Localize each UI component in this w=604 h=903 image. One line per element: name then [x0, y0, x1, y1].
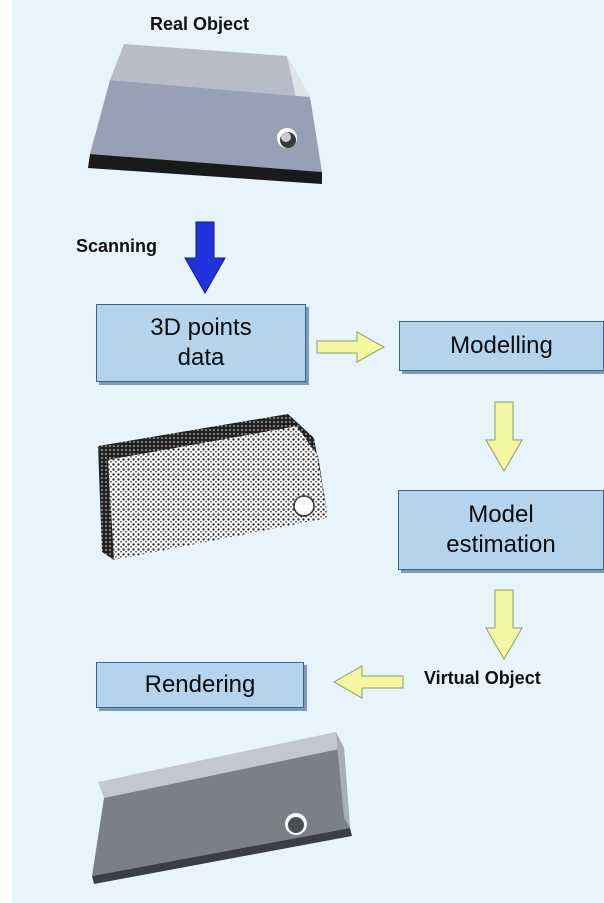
rendering-text: Rendering: [144, 671, 256, 698]
virtual-object-label: Virtual Object: [424, 668, 541, 688]
diagram-canvas: Real Object Scanning 3D points data Mode…: [12, 0, 604, 903]
real-object-label: Real Object: [150, 14, 250, 34]
points-data-box: 3D points data: [96, 304, 306, 382]
modelling-text: Modelling: [450, 332, 553, 359]
scanning-arrow-icon: [184, 221, 226, 295]
arrow-to-virtual-object-icon: [485, 589, 523, 660]
arrow-to-model-estimation-icon: [485, 401, 523, 472]
model-estimation-text: Model estimation: [446, 501, 556, 558]
arrow-to-modelling-icon: [316, 331, 386, 363]
points-data-text: 3D points data: [150, 314, 252, 371]
real-object-block-icon: [88, 44, 322, 184]
modelling-box: Modelling: [399, 321, 604, 371]
arrow-to-rendering-icon: [332, 665, 404, 699]
point-cloud-object-icon: [98, 414, 328, 560]
model-estimation-box: Model estimation: [398, 490, 604, 570]
rendering-box: Rendering: [96, 662, 304, 708]
scanning-label: Scanning: [76, 236, 158, 256]
rendered-object-icon: [92, 732, 352, 884]
